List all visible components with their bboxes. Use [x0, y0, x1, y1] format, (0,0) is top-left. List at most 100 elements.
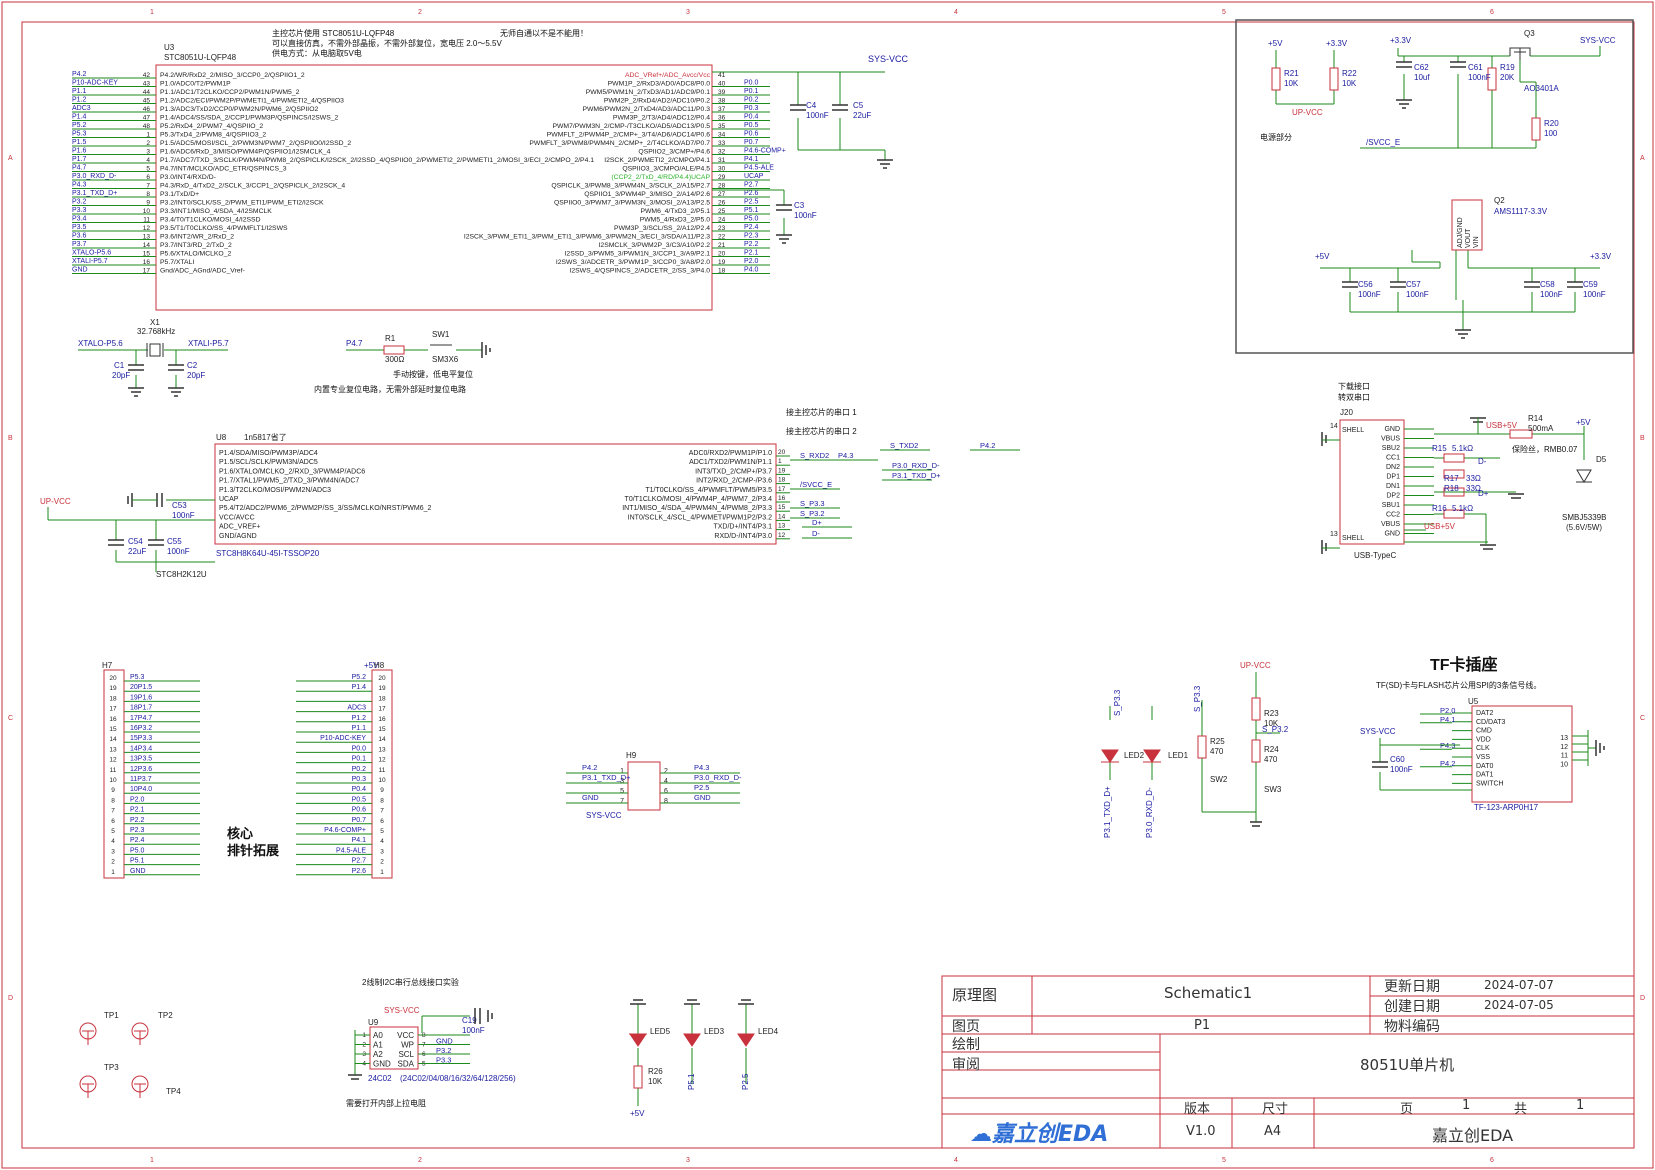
h8-pin: 8	[380, 797, 384, 804]
r23-ref: R23	[1264, 709, 1279, 718]
u3-pin-num: 11	[143, 217, 150, 224]
h8-pin: 16	[378, 716, 386, 723]
u3-note-3: 供电方式：从电脑取5V电	[272, 48, 362, 58]
c59-val: 100nF	[1583, 290, 1606, 299]
u3-pin-func: (CCP2_2/TxD_4/RD/P4.4)UCAP	[611, 174, 710, 181]
upvcc-net: UP-VCC	[40, 497, 71, 506]
led5: LED5	[650, 1027, 671, 1036]
h8-pin: 19	[378, 685, 386, 692]
u3-net: ADC3	[72, 105, 91, 112]
h7-net: 20P1.5	[130, 684, 152, 691]
h7-pin: 4	[111, 838, 115, 845]
u3-net: P0.6	[744, 131, 759, 138]
u3-net: P2.6	[744, 190, 759, 197]
u5-pin-num: 12	[1560, 744, 1568, 751]
h9-pin: 7	[620, 798, 624, 805]
tb-gengxin-v: 2024-07-07	[1484, 978, 1554, 992]
u8-pin-func: P1.6/XTALO/MCLKO_2/RXD_3/PWM4P/ADC6	[219, 468, 365, 475]
u3-pin-func: I2SWS_3/ADCETR_3/PWM1P_3/CCP0_3/A8/P2.0	[556, 259, 710, 266]
h8-pin: 13	[378, 746, 386, 753]
h8-net: ADC3	[347, 705, 366, 712]
tb-wuliao: 物料编码	[1384, 1019, 1440, 1035]
u3-pin-func: PWM3P_3/SCL/SS_2/A12/P2.4	[614, 225, 710, 232]
x1-val: 32.768kHz	[137, 327, 175, 336]
h7-pin: 5	[111, 828, 115, 835]
u3-pin-num: 47	[143, 115, 151, 122]
power-title: 电源部分	[1260, 132, 1292, 142]
j20-shell-1: SHELL	[1342, 427, 1364, 434]
u3-pin-num: 22	[718, 234, 726, 241]
u8-pin-func: P5.4/T2/ADC2/PWM6_2/PWM2P/SS_3/SS/MCLKO/…	[219, 505, 432, 512]
u9-net: P3.3	[436, 1056, 451, 1065]
tb-huizhi: 绘制	[952, 1037, 980, 1053]
u5-pin: VSS	[1476, 754, 1490, 761]
n1-net: P3.1_TXD_D+	[1103, 786, 1112, 838]
h8-net: P10-ADC-KEY	[320, 735, 366, 742]
u3-pin-func: I2SCK_2/PWMETI2_2/CMPO/P4.1	[604, 157, 710, 164]
u3-pin-func: QSPIIO1_3/PWM4P_3/MISO_2/A14/P2.6	[584, 191, 710, 198]
u3-pin-num: 16	[143, 259, 151, 266]
h7-net: 10P4.0	[130, 786, 152, 793]
u3-note-2: 可以直接仿真，不需外部晶振，不需外部复位，宽电压 2.0～5.5V	[272, 38, 502, 48]
q2-ref: Q2	[1494, 196, 1505, 205]
u3-pin-num: 15	[143, 251, 151, 258]
r26-val: 10K	[648, 1077, 663, 1086]
u8-part: STC8H8K64U-45I-TSSOP20	[216, 549, 320, 558]
usbc-dp: D+	[1478, 489, 1489, 498]
h8-pin: 17	[378, 706, 386, 713]
u3-net: P3.4	[72, 216, 87, 223]
u3-pin-func: I2SWS_4/QSPINCS_2/ADCETR_2/SS_3/P4.0	[569, 268, 710, 275]
u5-pin-num: 10	[1560, 761, 1568, 768]
tp1: TP1	[104, 1011, 119, 1020]
h7-pin: 6	[111, 818, 115, 825]
p25-net: P2.5	[741, 1073, 750, 1090]
r20-ref: R20	[1544, 119, 1559, 128]
c57-val: 100nF	[1406, 290, 1429, 299]
u3-pin-num: 4	[146, 157, 150, 164]
u8-pin-func: INT1/MISO_4/SDA_4/PWM4N_4/PWM8_2/P3.3	[622, 505, 772, 512]
i2c-foot: 需要打开内部上拉电阻	[346, 1098, 426, 1108]
u3-pin-func: P1.2/ADC2/ECI/PWM2P/PWMETI1_4/PWMETI2_4/…	[160, 98, 344, 105]
bottom-leds: LED5 LED3 LED4 R26 10K +5V P5.1 P2.5	[629, 999, 779, 1118]
u8-pin-func: VCC/AVCC	[219, 514, 255, 521]
u8-net: S_P3.2	[800, 509, 825, 518]
h8-net: P0.3	[352, 776, 367, 783]
j20-pin: SBU2	[1382, 445, 1400, 452]
u8-pin-num: 13	[778, 523, 786, 530]
u3-net: P2.2	[744, 241, 759, 248]
i2c-note: 2线制I2C串行总线接口实验	[362, 977, 459, 987]
u3-pin-func: PWMFLT_3/PWM8/PWM4N_2/CMP+_2/T4CLKO/AD7/…	[529, 140, 710, 147]
h9-pin: 5	[620, 788, 624, 795]
h7-pin: 9	[111, 787, 115, 794]
h9-vcc: SYS-VCC	[586, 811, 622, 820]
h7-pin: 7	[111, 808, 115, 815]
tf-note: TF(SD)卡与FLASH芯片公用SPI的3条信号线。	[1376, 680, 1541, 690]
u3-net: P2.7	[744, 182, 759, 189]
h8-pin: 20	[378, 675, 386, 682]
r24-ref: R24	[1264, 745, 1279, 754]
c1-ref: C1	[114, 361, 125, 370]
p5v-1: +5V	[1268, 39, 1283, 48]
p33v-2: +3.3V	[1390, 36, 1412, 45]
u8-pin-func: P1.5/SCL/SCLK/PWM3N/ADC5	[219, 459, 318, 466]
u3-pin-func: P4.2/WR/RxD2_2/MISO_3/CCP0_2/QSPIIO1_2	[160, 72, 305, 79]
sp32-net: S_P3.2	[1262, 725, 1289, 734]
h7-pin: 12	[109, 757, 117, 764]
u3-pin-func: P4.7/INT/MCLKO/ADC_ETR/QSPINCS_3	[160, 166, 287, 173]
j20-pin-14: 14	[1330, 423, 1338, 430]
h7-pin: 14	[109, 736, 117, 743]
frame-row-label: D	[1640, 995, 1645, 1002]
h8-net: P4.1	[352, 837, 367, 844]
frame-col-label: 3	[686, 1157, 690, 1164]
u3-pin-func: I2SCK_3/PWM_ETI1_3/PWM_ETI1_3/PWM6_3/PWM…	[464, 234, 710, 241]
u3-pin-func: P1.1/ADC1/T2CLKO/CCP2/PWM1N/PWM5_2	[160, 89, 300, 96]
tb-v: V1.0	[1186, 1124, 1216, 1139]
d5-part: SMBJ5339B	[1562, 513, 1606, 522]
j20-shell-2: SHELL	[1342, 535, 1364, 542]
h8-pin: 9	[380, 787, 384, 794]
h8-pin: 3	[380, 848, 384, 855]
u3-pin-func: P3.5/T1/T0CLKO/SS_4/PWMFLT1/I2SWS	[160, 225, 288, 232]
led2: LED2	[1124, 751, 1145, 760]
r14-val: 500mA	[1528, 424, 1554, 433]
h7-pin: 1	[111, 869, 115, 876]
